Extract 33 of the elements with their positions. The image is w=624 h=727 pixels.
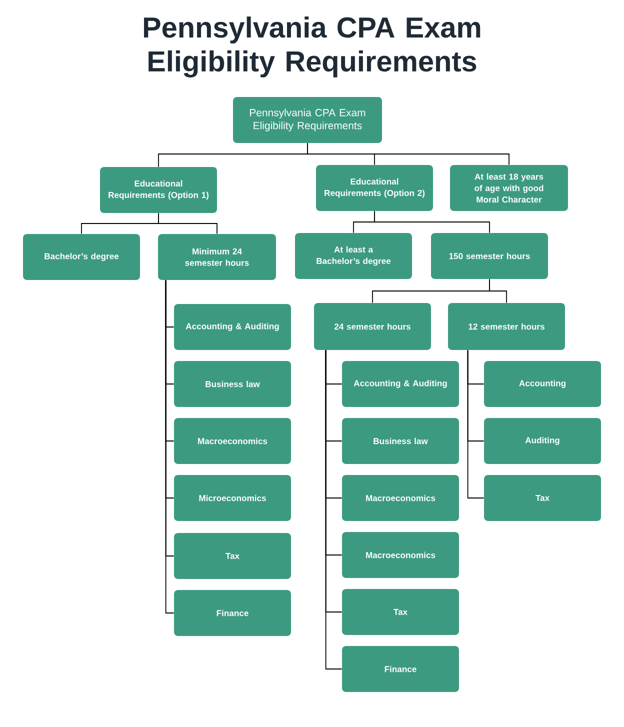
- process-box: 150 semester hours: [431, 233, 548, 279]
- process-box: Educational Requirements (Option 2): [316, 165, 433, 211]
- process-box: Macroeconomics: [174, 418, 291, 464]
- connector: [325, 350, 342, 670]
- process-box: Macroeconomics: [342, 532, 459, 578]
- connector: [307, 142, 510, 166]
- process-box: Tax: [174, 533, 291, 579]
- process-box: Finance: [342, 646, 459, 692]
- connector: [467, 350, 484, 498]
- connector: [489, 278, 507, 304]
- process-box: Accounting & Auditing: [342, 361, 459, 407]
- process-box: Educational Requirements (Option 1): [100, 167, 217, 213]
- process-box: Finance: [174, 590, 291, 636]
- process-box: Business law: [342, 418, 459, 464]
- process-box: 24 semester hours: [314, 303, 431, 350]
- process-box: Bachelor’s degree: [23, 234, 140, 280]
- connector: [158, 212, 218, 234]
- process-box: Tax: [342, 589, 459, 635]
- connector: [374, 210, 490, 234]
- title: Pennsylvania CPA Exam Eligibility Requirements: [144, 16, 480, 78]
- process-box: Minimum 24 semester hours: [158, 234, 276, 280]
- process-box: Business law: [174, 361, 291, 407]
- process-box: At least a Bachelor’s degree: [295, 233, 412, 279]
- process-box: 12 semester hours: [448, 303, 565, 350]
- process-box: Tax: [484, 475, 601, 521]
- process-box: At least 18 years of age with good Moral Character: [450, 165, 568, 211]
- process-box: Pennsylvania CPA Exam Eligibility Requirements: [233, 97, 382, 143]
- connector: [165, 280, 174, 614]
- process-box: Accounting: [484, 361, 601, 407]
- process-box: Macroeconomics: [342, 475, 459, 521]
- process-box: Accounting & Auditing: [174, 304, 291, 350]
- process-box: Auditing: [484, 418, 601, 464]
- process-box: Microeconomics: [174, 475, 291, 521]
